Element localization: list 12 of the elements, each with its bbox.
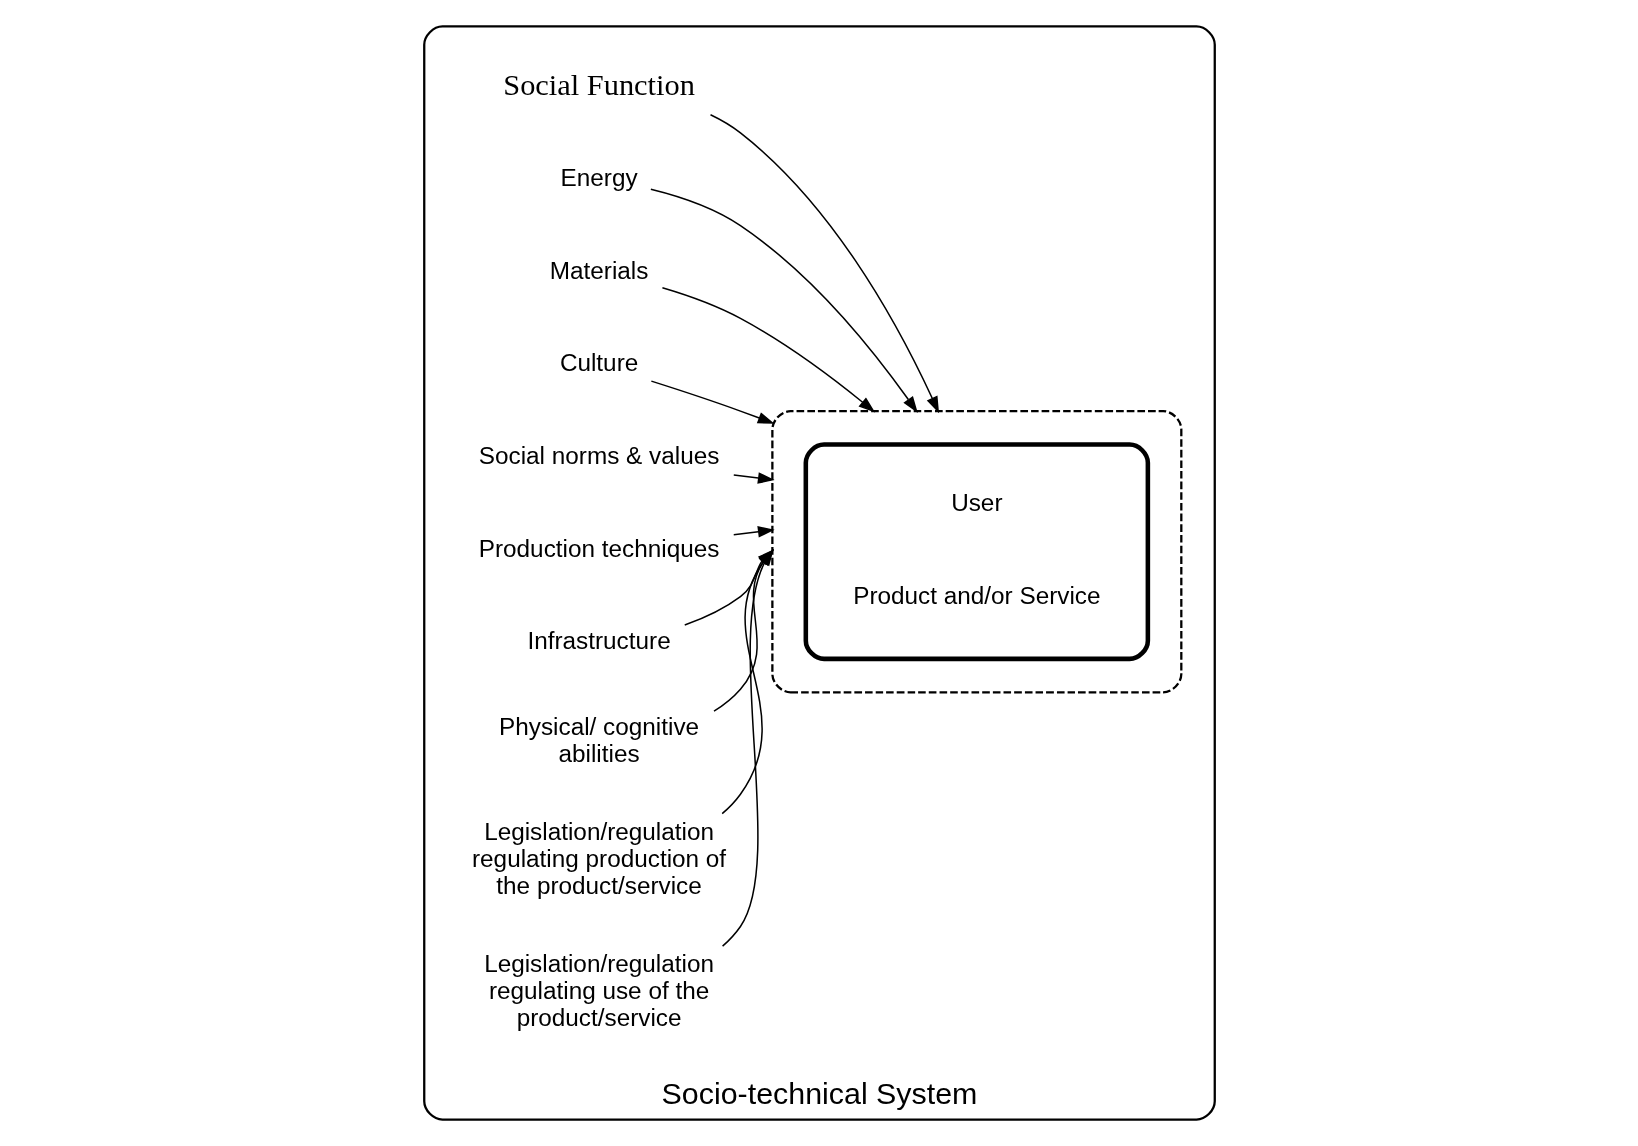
node-text: User — [950, 489, 1003, 517]
node-text: Legislation/regulation regulating production of the product/service — [471, 817, 726, 900]
node-text: Social Function — [502, 67, 695, 102]
node-text: Infrastructure — [526, 627, 671, 655]
node-text: Energy — [560, 163, 638, 191]
node-text: Social norms & values — [478, 442, 719, 469]
node-text: Physical/ cognitive abilities — [498, 712, 699, 767]
node-text: Culture — [559, 349, 638, 377]
node-text: Product and/or Service — [852, 581, 1100, 609]
node-text: Materials — [549, 256, 648, 284]
node-text: Legislation/regulation regulating use of the product/service — [483, 949, 714, 1032]
node-text: Production techniques — [478, 534, 719, 562]
